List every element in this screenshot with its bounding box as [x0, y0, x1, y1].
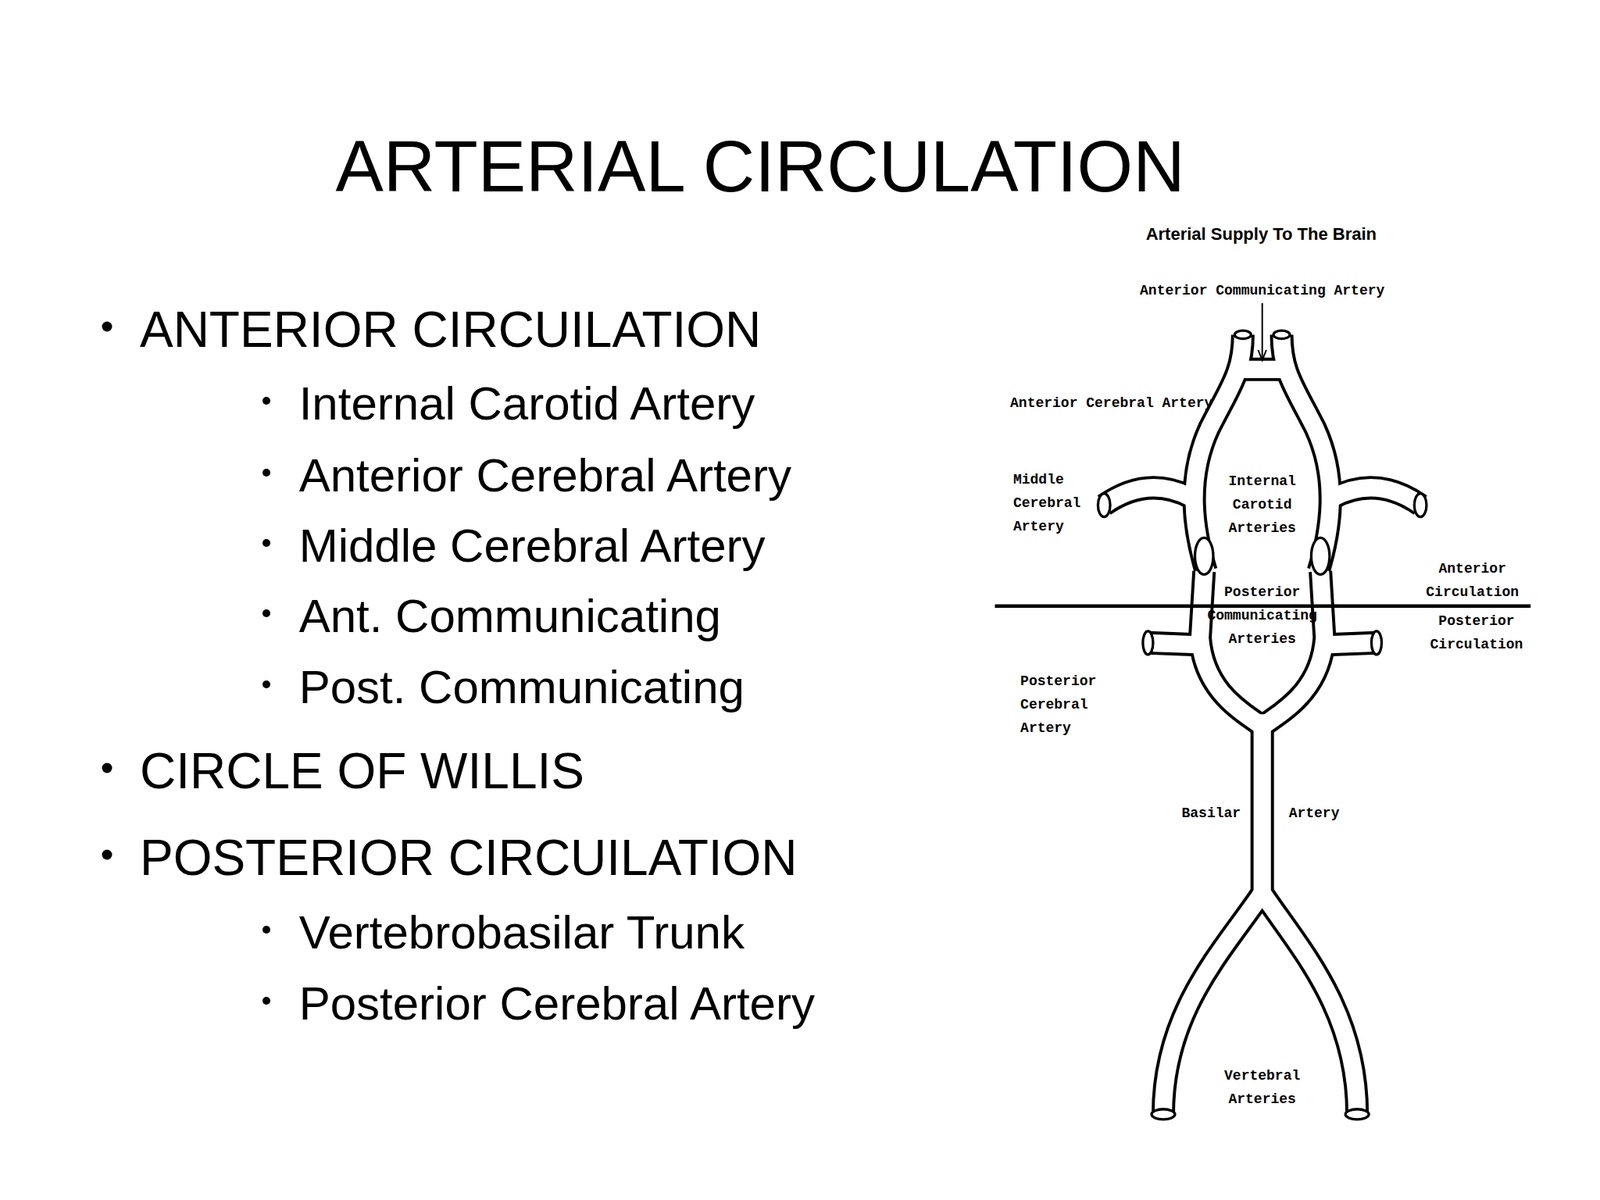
vessel-lumen: [1103, 487, 1192, 505]
vessel-ends: [1097, 330, 1427, 1120]
divider-line: [994, 604, 1531, 609]
vessel-end: [1310, 537, 1330, 575]
vessel-end: [1345, 1109, 1369, 1120]
bullet-dot: [262, 609, 271, 618]
bullet-dot: [102, 321, 113, 333]
bullet-item: Ant. Communicating: [299, 592, 722, 640]
bullet-heading: POSTERIOR CIRCUILATION: [139, 832, 798, 883]
bullet-item: Post. Communicating: [299, 664, 745, 711]
bullet-item: Middle Cerebral Artery: [299, 522, 766, 570]
artery-label: Posterior Communicating Arteries: [1203, 580, 1322, 651]
vessel-wall: [1332, 487, 1421, 505]
figure-heading: Arterial Supply To The Brain: [1146, 222, 1377, 247]
artery-illustration: [994, 303, 1531, 1120]
artery-label: Vertebral Arteries: [1219, 1064, 1306, 1111]
vessel-wall: [1322, 642, 1377, 646]
vessel-lumen: [1253, 714, 1272, 904]
vessel-lumen: [1147, 642, 1202, 646]
vessel-lumens: [1103, 334, 1421, 1115]
vessel-lumen: [1242, 360, 1283, 379]
artery-label: Artery: [1289, 801, 1340, 825]
vessel-end: [1151, 1109, 1175, 1120]
vessel-lumen: [1332, 487, 1421, 505]
bullet-dot: [262, 996, 271, 1005]
vessel-end: [1234, 330, 1251, 339]
bullet-item: Anterior Cerebral Artery: [299, 452, 792, 500]
vessel-wall: [1103, 487, 1192, 505]
bullet-dot: [262, 925, 271, 934]
slide-title: ARTERIAL CIRCULATION: [335, 130, 1185, 203]
leader-arrow: [1261, 303, 1264, 360]
bullet-heading: CIRCLE OF WILLIS: [139, 746, 585, 797]
bullet-dot: [262, 396, 271, 405]
bullet-item: Vertebrobasilar Trunk: [299, 909, 745, 957]
artery-label: Posterior Cerebral Artery: [1020, 669, 1107, 740]
bullet-item: Posterior Cerebral Artery: [299, 980, 815, 1028]
vessel-wall: [1147, 642, 1202, 646]
vessel-end: [1097, 493, 1111, 518]
vessel-lumen: [1322, 642, 1377, 646]
vessel-end: [1142, 631, 1154, 655]
vessel-end: [1414, 493, 1427, 518]
artery-label: Internal Carotid Arteries: [1219, 469, 1306, 540]
bullet-item: Internal Carotid Artery: [299, 380, 756, 428]
bullet-dot: [102, 763, 113, 774]
bullet-dots: [102, 321, 272, 1006]
bullet-dot: [262, 680, 271, 689]
arrow-head: [1257, 350, 1266, 361]
artery-label: Anterior Cerebral Artery: [1010, 391, 1213, 415]
vessel-end: [1371, 631, 1382, 655]
vessel-end: [1194, 537, 1214, 575]
region-label: Posterior Circulation: [1425, 609, 1528, 657]
bullet-dot: [262, 539, 271, 547]
bullet-dot: [102, 850, 113, 861]
vessel-wall: [1250, 714, 1275, 904]
vessel-walls: [1103, 334, 1421, 1115]
region-label: Anterior Circulation: [1421, 557, 1524, 604]
artery-label: Basilar: [1181, 801, 1241, 825]
artery-label: Anterior Communicating Artery: [1139, 278, 1385, 303]
bullet-dot: [262, 468, 271, 477]
artery-label: Middle Cerebral Artery: [1013, 467, 1092, 539]
vessel-end: [1273, 330, 1290, 339]
bullet-heading: ANTERIOR CIRCUILATION: [139, 304, 761, 355]
